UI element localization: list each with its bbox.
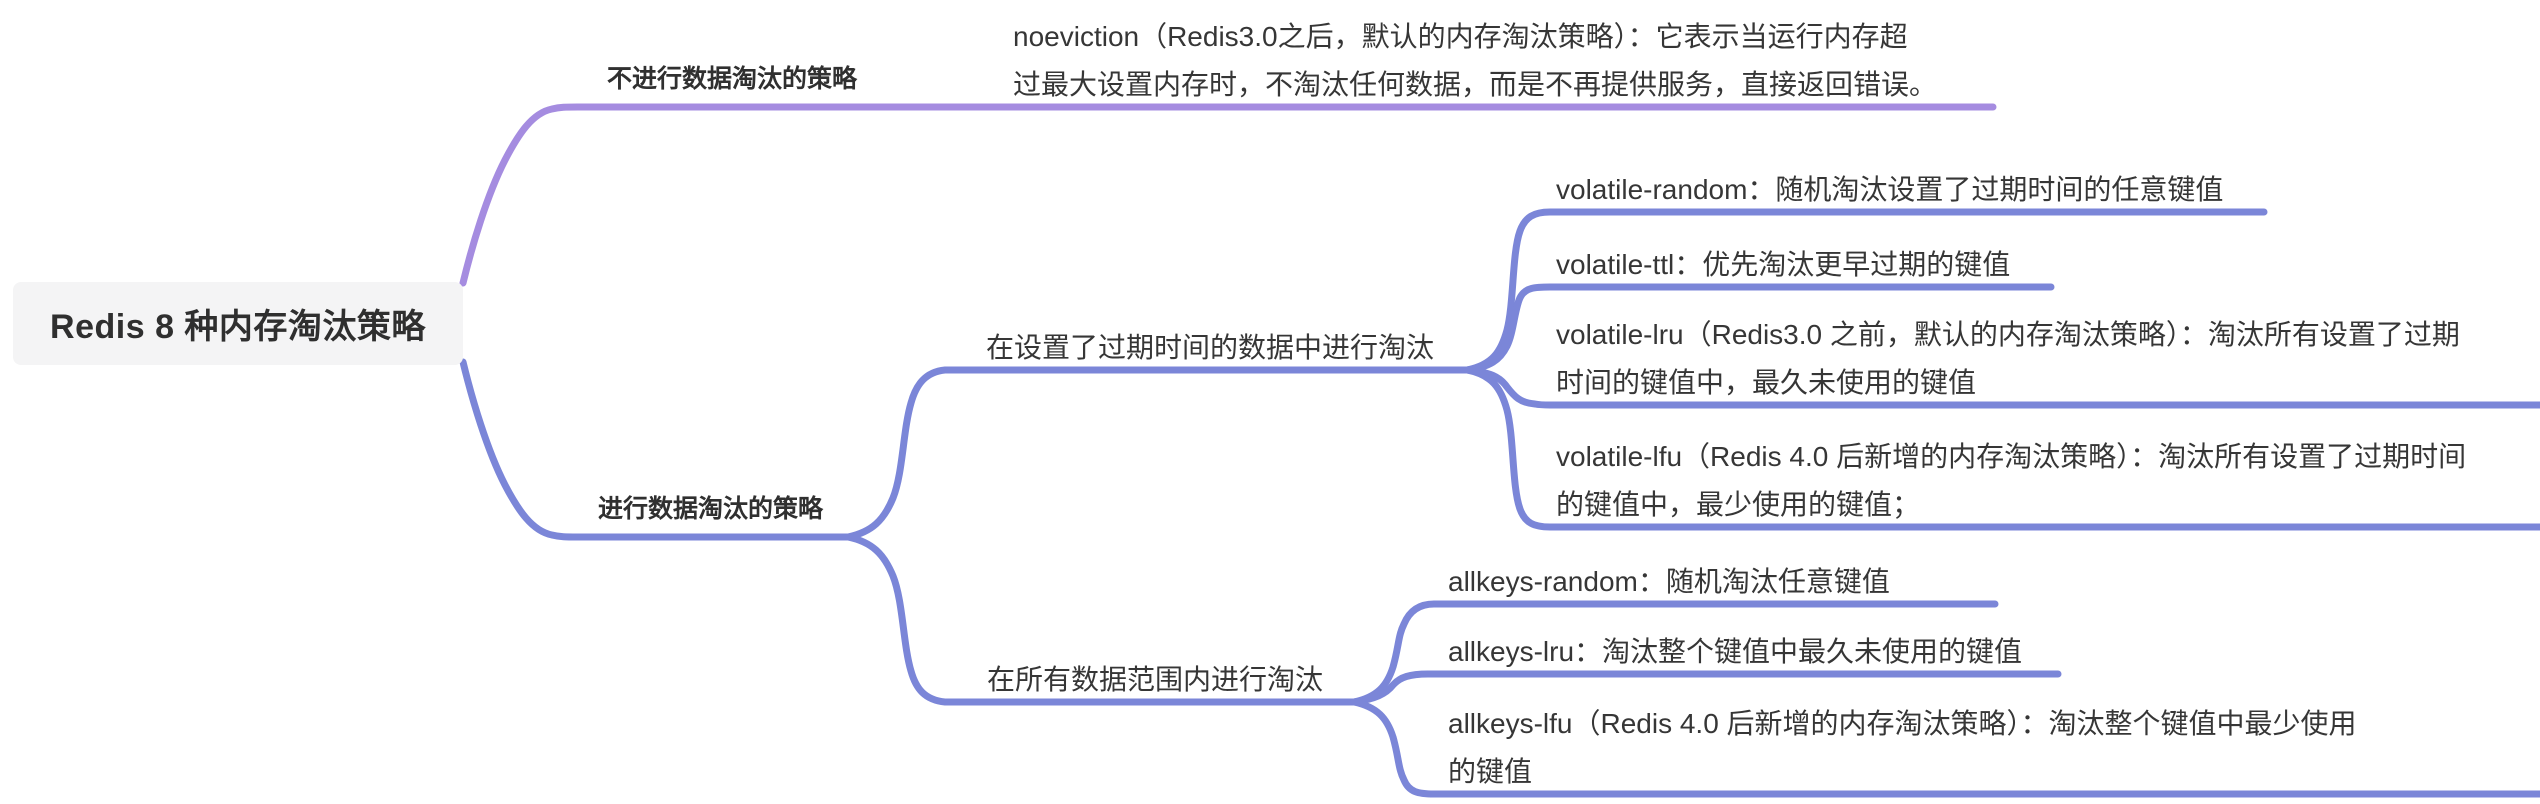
topic-allkeys-lru[interactable]: allkeys-lru：淘汰整个键值中最久未使用的键值 — [1448, 636, 2023, 667]
topic-noeviction-line1: noeviction（Redis3.0之后，默认的内存淘汰策略）：它表示当运行内… — [1013, 21, 1908, 52]
topic-volatile-group[interactable]: 在设置了过期时间的数据中进行淘汰 — [986, 332, 1435, 363]
topic-no-eviction-group[interactable]: 不进行数据淘汰的策略 — [607, 65, 858, 93]
topic-volatile-ttl[interactable]: volatile-ttl：优先淘汰更早过期的键值 — [1556, 249, 2011, 280]
branch-line-allkeys-lru — [1350, 670, 2062, 706]
topic-allkeys-lfu[interactable]: allkeys-lfu（Redis 4.0 后新增的内存淘汰策略）：淘汰整个键值… — [1448, 700, 2357, 796]
branch-line-volatile-group — [844, 366, 1471, 541]
topic-volatile-lru-line2: 时间的键值中，最久未使用的键值 — [1556, 367, 1977, 398]
topic-allkeys-lfu-line1: allkeys-lfu（Redis 4.0 后新增的内存淘汰策略）：淘汰整个键值… — [1448, 708, 2357, 739]
topic-noeviction-line2: 过最大设置内存时，不淘汰任何数据，而是不再提供服务，直接返回错误。 — [1013, 69, 1938, 100]
topic-volatile-random[interactable]: volatile-random：随机淘汰设置了过期时间的任意键值 — [1556, 174, 2224, 205]
root-topic[interactable]: Redis 8 种内存淘汰策略 — [13, 282, 463, 365]
branch-line-volatile-lfu — [1463, 366, 2540, 531]
branch-line-allkeys-random — [1350, 600, 1999, 706]
topic-volatile-lru[interactable]: volatile-lru（Redis3.0 之前，默认的内存淘汰策略）：淘汰所有… — [1556, 311, 2460, 407]
topic-eviction-group[interactable]: 进行数据淘汰的策略 — [598, 495, 824, 523]
topic-allkeys-lfu-line2: 的键值 — [1448, 756, 1533, 787]
topic-volatile-lfu[interactable]: volatile-lfu（Redis 4.0 后新增的内存淘汰策略）：淘汰所有设… — [1556, 433, 2466, 529]
branch-line-volatile-random — [1463, 208, 2268, 374]
branch-line-volatile-lru — [1463, 366, 2540, 409]
topic-allkeys-random[interactable]: allkeys-random：随机淘汰任意键值 — [1448, 566, 1890, 597]
topic-volatile-lru-line1: volatile-lru（Redis3.0 之前，默认的内存淘汰策略）：淘汰所有… — [1556, 319, 2460, 350]
branch-line-allkeys-group — [844, 533, 1358, 706]
branch-line-no-eviction — [459, 103, 1997, 287]
branch-line-volatile-ttl — [1463, 283, 2055, 374]
topic-volatile-lfu-line1: volatile-lfu（Redis 4.0 后新增的内存淘汰策略）：淘汰所有设… — [1556, 441, 2467, 472]
branch-line-allkeys-lfu — [1350, 698, 2540, 798]
topic-allkeys-group[interactable]: 在所有数据范围内进行淘汰 — [987, 664, 1324, 695]
topic-volatile-lfu-line2: 的键值中，最少使用的键值； — [1556, 489, 1921, 520]
topic-noeviction[interactable]: noeviction（Redis3.0之后，默认的内存淘汰策略）：它表示当运行内… — [1013, 13, 1937, 109]
branch-line-eviction — [459, 358, 854, 541]
